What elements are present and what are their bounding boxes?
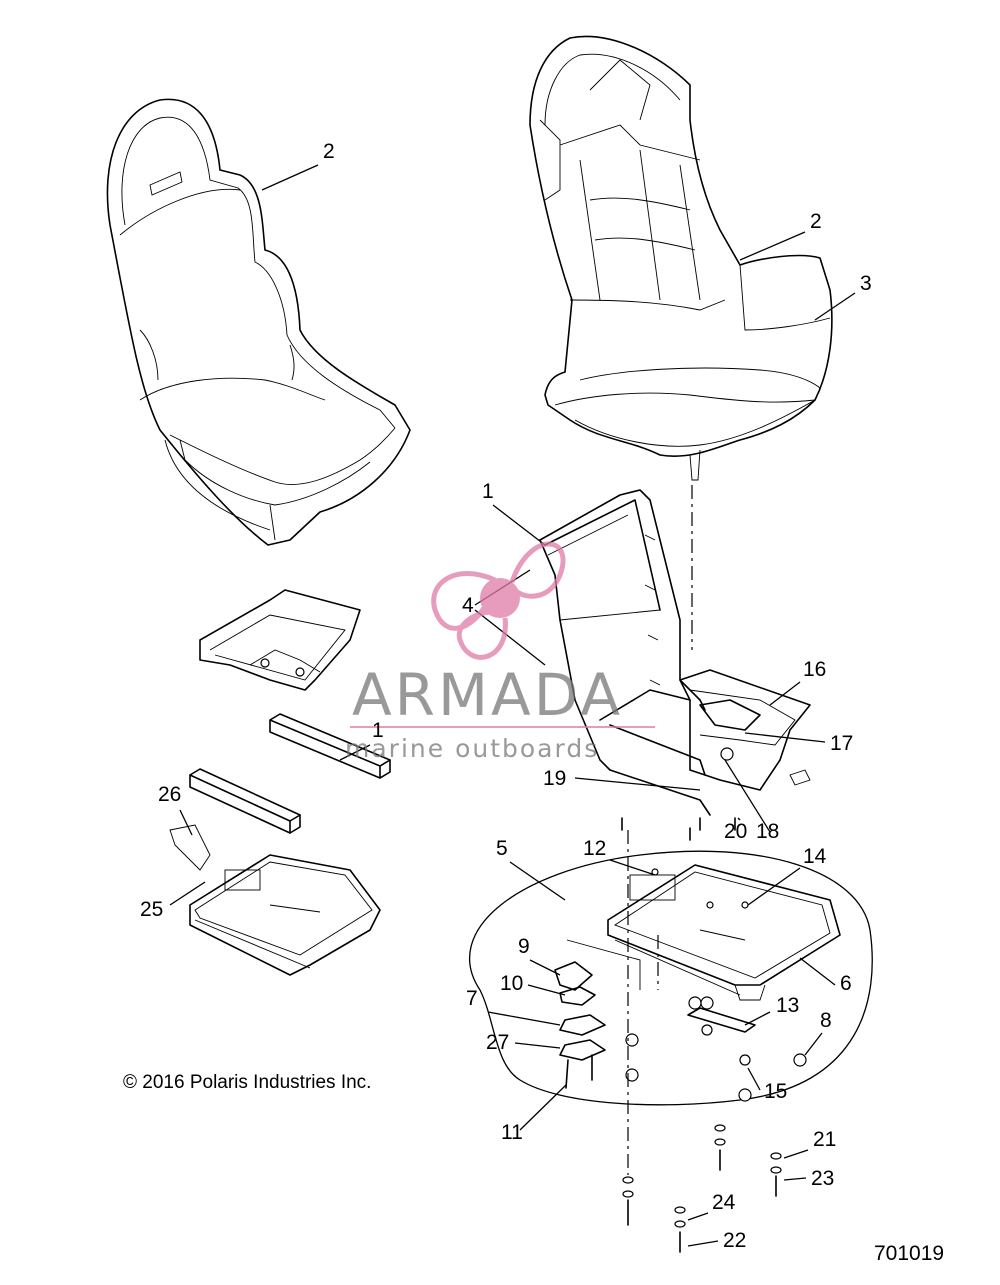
- leader-lines: [169, 164, 856, 1247]
- left-slider-base: [169, 824, 381, 976]
- callout-22: 22: [723, 1229, 746, 1252]
- propeller-logo-icon: [431, 541, 566, 660]
- callout-19: 19: [543, 767, 566, 790]
- watermark: ARMADA marine outboards: [345, 541, 655, 763]
- callout-9: 9: [518, 935, 530, 958]
- seat-frame-upright: [539, 489, 711, 816]
- right-seat-assembly: [529, 35, 833, 481]
- callout-14: 14: [803, 845, 827, 868]
- callout-2: 2: [323, 140, 335, 163]
- callout-11: 11: [501, 1121, 523, 1144]
- callout-16: 16: [803, 658, 826, 681]
- callout-3: 3: [860, 272, 872, 295]
- callout-5: 5: [496, 837, 508, 860]
- callout-18: 18: [756, 820, 779, 843]
- callout-7: 7: [466, 987, 478, 1010]
- callout-1: 1: [482, 480, 494, 503]
- callout-27: 27: [486, 1031, 509, 1054]
- alignment-lines: [627, 485, 693, 1175]
- right-slider-assembly: [607, 864, 841, 1001]
- callout-13: 13: [776, 994, 799, 1017]
- latch-hardware: [554, 939, 641, 1089]
- slider-plate-hardware: [625, 868, 807, 1102]
- watermark-tagline: marine outboards: [345, 734, 599, 763]
- callout-2: 2: [810, 210, 822, 233]
- callout-6: 6: [840, 972, 852, 995]
- callout-4: 4: [462, 594, 474, 617]
- callout-20: 20: [724, 820, 747, 843]
- loose-fasteners: [621, 817, 782, 1253]
- callout-23: 23: [811, 1167, 834, 1190]
- watermark-brand: ARMADA: [352, 661, 623, 729]
- left-cross-bars: [189, 713, 391, 834]
- callout-1: 1: [372, 719, 384, 742]
- callout-26: 26: [158, 783, 181, 806]
- callout-15: 15: [764, 1080, 787, 1103]
- sub-assembly-outline: [468, 850, 873, 1106]
- diagram-code: 701019: [874, 1242, 944, 1265]
- callout-10: 10: [500, 972, 523, 995]
- callout-12: 12: [583, 837, 606, 860]
- callout-17: 17: [830, 732, 853, 755]
- left-seat-bracket-plate: [199, 589, 361, 691]
- callout-24: 24: [712, 1191, 736, 1214]
- callout-25: 25: [140, 898, 163, 921]
- callout-8: 8: [820, 1009, 832, 1032]
- copyright-notice: © 2016 Polaris Industries Inc.: [123, 1072, 371, 1093]
- seat-base-plate: [679, 669, 811, 791]
- callout-21: 21: [813, 1128, 836, 1151]
- left-seat-shell: [106, 98, 411, 546]
